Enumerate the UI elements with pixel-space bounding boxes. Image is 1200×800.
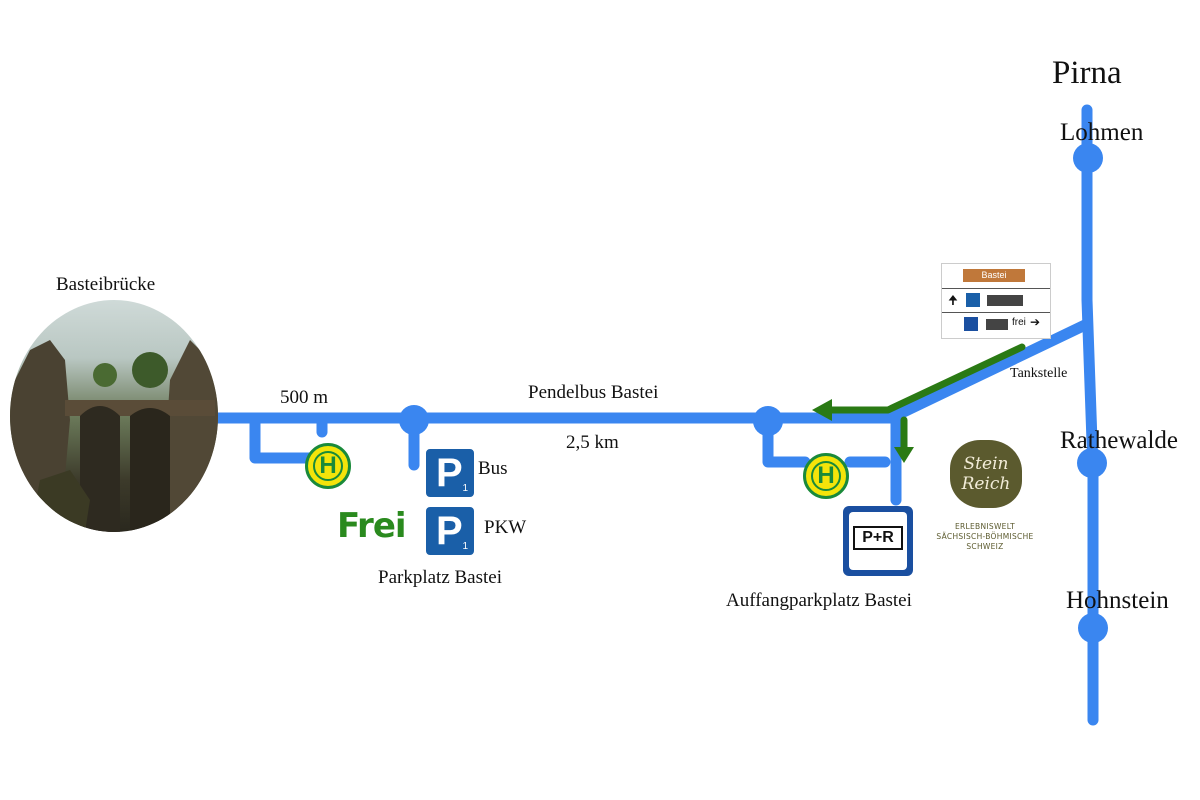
road-main-north-south — [1081, 104, 1099, 726]
junction-parkplatz — [399, 405, 429, 435]
junction-lohmen — [1073, 143, 1103, 173]
frei-label: Frei — [337, 506, 407, 546]
road-sign-row-pr: frei ➔ — [942, 312, 1050, 335]
route-arrow-to-bastei — [826, 343, 1026, 414]
label-auffangparkplatz: Auffangparkplatz Bastei — [726, 590, 912, 611]
label-bus: Bus — [478, 458, 508, 479]
steinreich-subtitle: ERLEBNISWELT SÄCHSISCH-BÖHMISCHE SCHWEIZ — [936, 522, 1034, 551]
arrow-up-icon: 🠉 — [948, 293, 958, 307]
label-distance-walk: 500 m — [280, 387, 329, 408]
road-sign-row-parking: 🠉 — [942, 288, 1050, 311]
bus-stop-icon-bastei: H — [305, 443, 351, 489]
label-pkw: PKW — [484, 517, 527, 538]
route-arrowhead-down — [894, 447, 914, 463]
park-and-ride-icon: P+R — [843, 506, 913, 576]
town-hohnstein: Hohnstein — [1066, 587, 1169, 614]
label-tankstelle: Tankstelle — [1010, 366, 1068, 381]
road-sign-frei: frei — [1012, 317, 1026, 328]
town-pirna: Pirna — [1052, 55, 1122, 91]
road-sign-title: Bastei — [963, 269, 1025, 282]
basteibruecke-photo — [10, 300, 218, 532]
junction-rathewalde — [1077, 448, 1107, 478]
road-sign-blank-panel-2 — [986, 319, 1008, 330]
parking-mini-icon — [966, 293, 980, 307]
town-lohmen: Lohmen — [1060, 119, 1144, 146]
park-and-ride-text: P+R — [853, 526, 903, 550]
park-ride-mini-icon — [964, 317, 978, 331]
arrow-right-icon: ➔ — [1030, 315, 1041, 329]
road-direction-sign: Bastei 🠉 frei ➔ — [941, 263, 1051, 339]
town-rathewalde: Rathewalde — [1060, 427, 1179, 454]
bus-stop-icon-auffang: H — [803, 453, 849, 499]
steinreich-logo: Stein Reich — [950, 440, 1022, 508]
junction-auffang — [753, 406, 783, 436]
route-arrowhead-left — [812, 399, 832, 421]
road-sign-blank-panel — [987, 295, 1023, 306]
road-bastei-spur-left — [249, 412, 316, 464]
label-parkplatz: Parkplatz Bastei — [378, 567, 502, 588]
label-shuttle: Pendelbus Bastei — [528, 382, 659, 403]
label-basteibruecke: Basteibrücke — [56, 274, 156, 295]
junction-hohnstein — [1078, 613, 1108, 643]
label-distance-shuttle: 2,5 km — [566, 432, 619, 453]
